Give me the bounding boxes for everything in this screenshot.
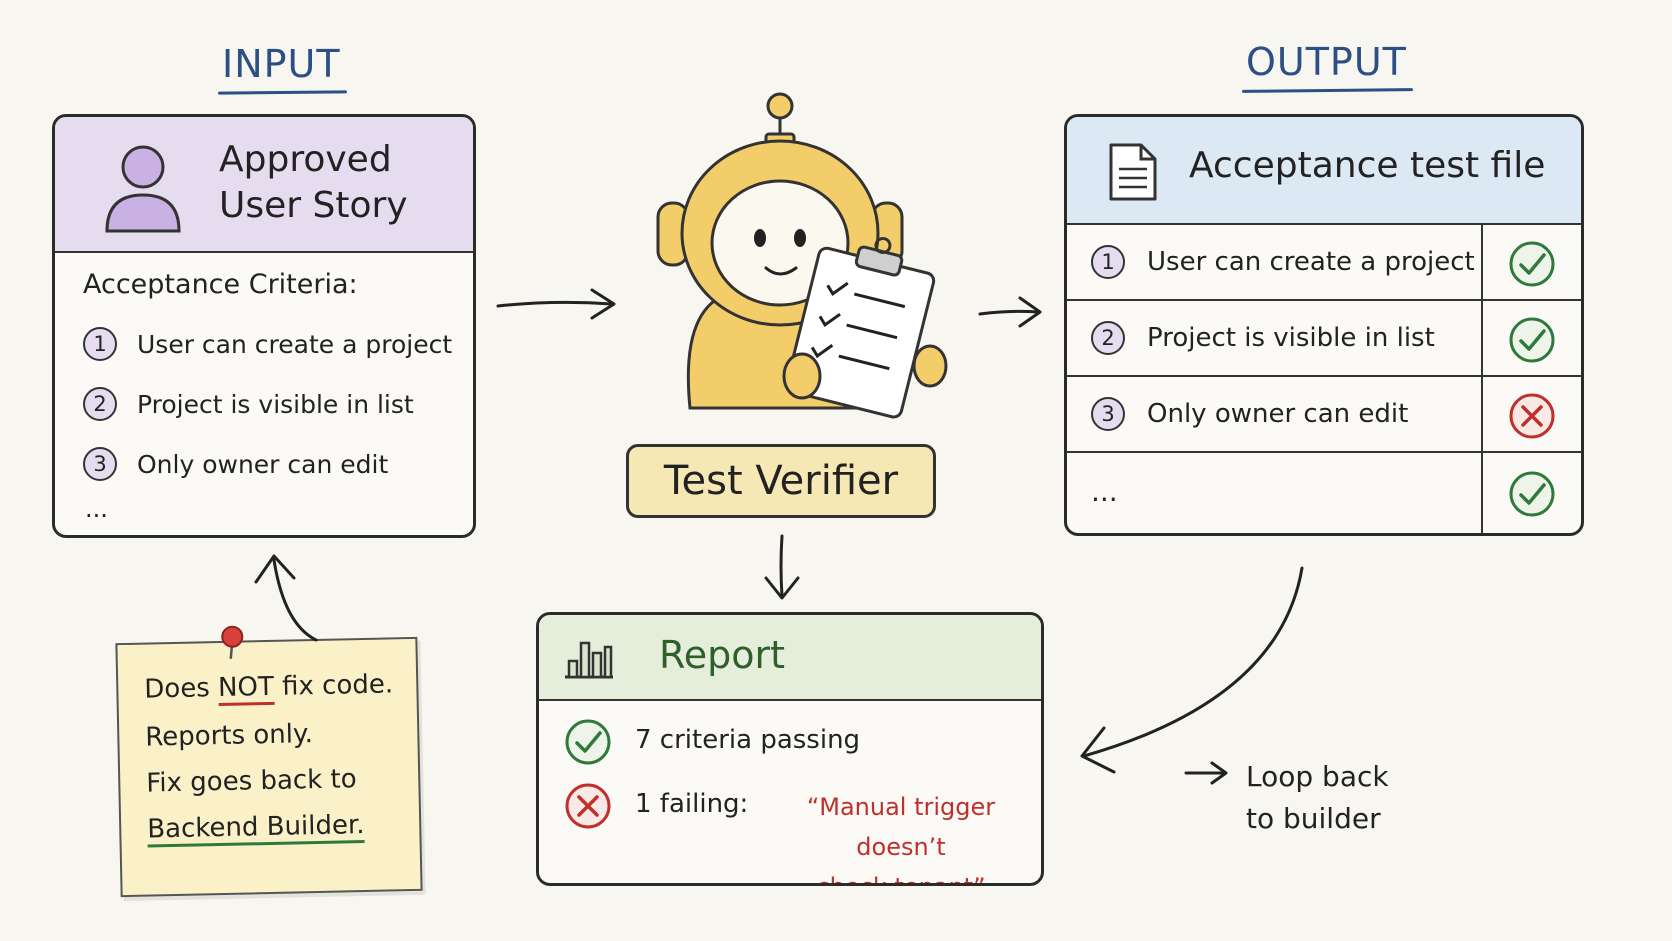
test-row: 2 Project is visible in list [1067,299,1581,377]
cross-icon [565,783,611,829]
note-line3: Fix goes back to [146,764,357,799]
test-text: ... [1091,475,1118,508]
output-heading: OUTPUT [1241,40,1413,93]
test-file-header: Acceptance test file [1067,117,1581,223]
user-story-card: Approved User Story Acceptance Criteria:… [52,114,476,538]
arrow-agent-to-output [978,296,1042,328]
note-line1: Does NOT fix code. [144,669,394,707]
user-story-header: Approved User Story [55,117,473,253]
loop-back-arrow [1080,566,1304,774]
criteria-number: 3 [83,447,117,481]
check-icon [1509,317,1555,363]
cross-icon [1509,393,1555,439]
user-story-title-line1: Approved [219,139,392,180]
note-line2: Reports only. [145,719,314,753]
arrow-agent-to-report [764,534,800,600]
test-file-title: Acceptance test file [1189,145,1546,186]
document-icon [1109,143,1157,201]
loop-back-text: Loop back to builder [1246,756,1389,840]
arrow-input-to-agent [496,288,616,320]
check-icon [565,719,611,765]
pushpin-icon [221,625,244,659]
user-icon [105,145,181,233]
test-row: 3 Only owner can edit [1067,375,1581,453]
test-text: Project is visible in list [1147,323,1435,353]
criteria-item: 2 Project is visible in list [83,387,414,421]
agent-label-box: Test Verifier [626,444,936,518]
arrow-note-to-input [254,554,318,642]
criteria-item: 3 Only owner can edit [83,447,388,481]
test-number: 2 [1091,321,1125,355]
user-story-title-line2: User Story [219,185,408,226]
input-heading: INPUT [217,42,347,95]
acceptance-test-file-card: Acceptance test file 1 User can create a … [1064,114,1584,536]
test-number: 1 [1091,245,1125,279]
small-arrow-icon [1184,761,1228,785]
criteria-label: Acceptance Criteria: [83,269,358,300]
note-line4: Backend Builder. [146,810,365,848]
test-number: 3 [1091,397,1125,431]
criteria-number: 1 [83,327,117,361]
test-row: ... [1067,451,1581,533]
report-card: Report 7 criteria passing 1 failing: “Ma… [536,612,1044,886]
robot-icon [656,92,948,419]
loop-back-line2: to builder [1246,802,1381,835]
report-header: Report [539,615,1041,701]
sticky-note: Does NOT fix code. Reports only. Fix goe… [115,625,423,898]
bar-chart-icon [565,641,613,679]
loop-back-line1: Loop back [1246,760,1389,793]
test-row: 1 User can create a project [1067,223,1581,301]
criteria-number: 2 [83,387,117,421]
criteria-text: User can create a project [137,329,453,359]
check-icon [1509,241,1555,287]
agent-label: Test Verifier [663,458,899,504]
report-passing: 7 criteria passing [635,725,861,755]
report-failing-prefix: 1 failing: [635,789,749,819]
test-text: Only owner can edit [1147,399,1409,429]
report-title: Report [659,633,785,677]
report-failing-quote: “Manual trigger doesn’t check tenant” [806,793,996,883]
check-icon [1509,471,1555,517]
criteria-text: Only owner can edit [137,449,389,479]
criteria-item: 1 User can create a project [83,327,452,361]
criteria-text: Project is visible in list [137,389,414,419]
test-text: User can create a project [1147,247,1475,277]
criteria-ellipsis: ... [85,495,108,523]
